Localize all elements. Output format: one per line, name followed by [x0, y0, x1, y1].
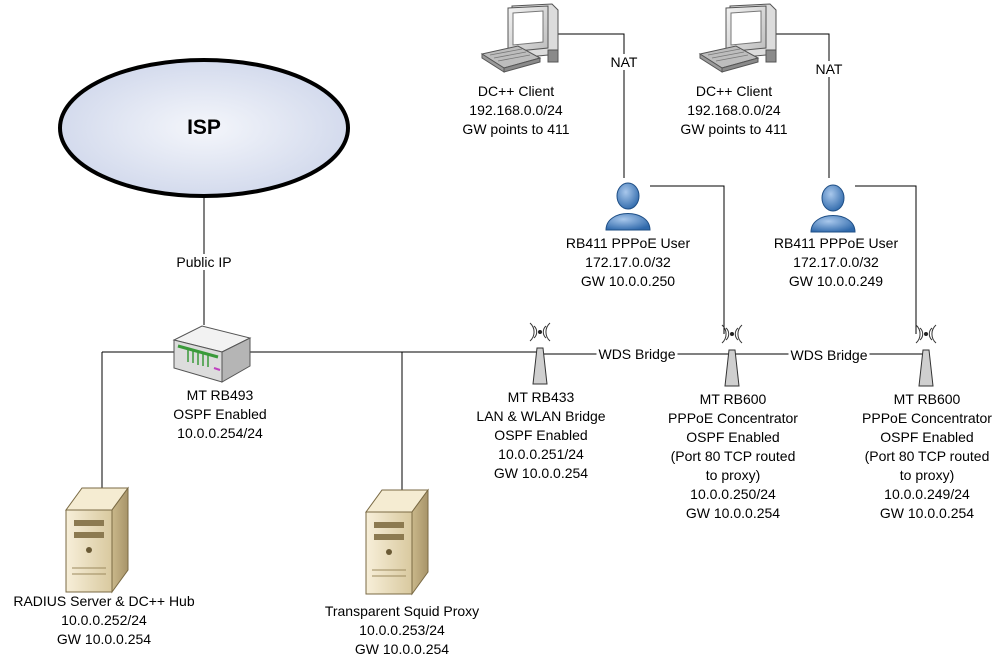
link-client-b-user — [768, 33, 830, 178]
antenna-icon — [529, 322, 551, 385]
link-user-b-rb600 — [855, 185, 917, 334]
dc-client-a-label: DC++ Client 192.168.0.0/24 GW points to … — [462, 83, 570, 137]
antenna-icon — [915, 324, 937, 387]
server-tower-icon — [365, 488, 429, 596]
wds-bridge-label-left: WDS Bridge — [596, 346, 678, 362]
nat-label-right: NAT — [813, 61, 845, 77]
workstation-icon — [698, 3, 777, 73]
user-icon — [810, 184, 856, 233]
router-icon — [172, 325, 252, 383]
rb600-a-label: MT RB600 PPPoE Concentrator OSPF Enabled… — [668, 391, 798, 521]
workstation-icon — [480, 3, 559, 73]
nat-label-left: NAT — [608, 54, 640, 70]
wds-bridge-label-right: WDS Bridge — [788, 347, 870, 363]
server-tower-icon — [65, 486, 129, 594]
isp-label: ISP — [187, 116, 221, 139]
dc-client-b-label: DC++ Client 192.168.0.0/24 GW points to … — [680, 83, 788, 137]
pppoe-user-a-label: RB411 PPPoE User 172.17.0.0/32 GW 10.0.0… — [565, 235, 691, 289]
link-user-a-rb600 — [650, 185, 725, 334]
rb493-label: MT RB493 OSPF Enabled 10.0.0.254/24 — [173, 387, 267, 441]
radius-server-label: RADIUS Server & DC++ Hub 10.0.0.252/24 G… — [13, 593, 195, 647]
pppoe-user-b-label: RB411 PPPoE User 172.17.0.0/32 GW 10.0.0… — [773, 235, 899, 289]
link-client-a-user — [548, 33, 625, 178]
isp-cloud-icon — [58, 58, 350, 198]
public-ip-label: Public IP — [174, 254, 234, 270]
rb600-b-label: MT RB600 PPPoE Concentrator OSPF Enabled… — [862, 391, 992, 521]
antenna-icon — [721, 324, 743, 387]
user-icon — [605, 182, 651, 231]
squid-proxy-label: Transparent Squid Proxy 10.0.0.253/24 GW… — [324, 603, 480, 657]
rb433-label: MT RB433 LAN & WLAN Bridge OSPF Enabled … — [476, 389, 606, 481]
